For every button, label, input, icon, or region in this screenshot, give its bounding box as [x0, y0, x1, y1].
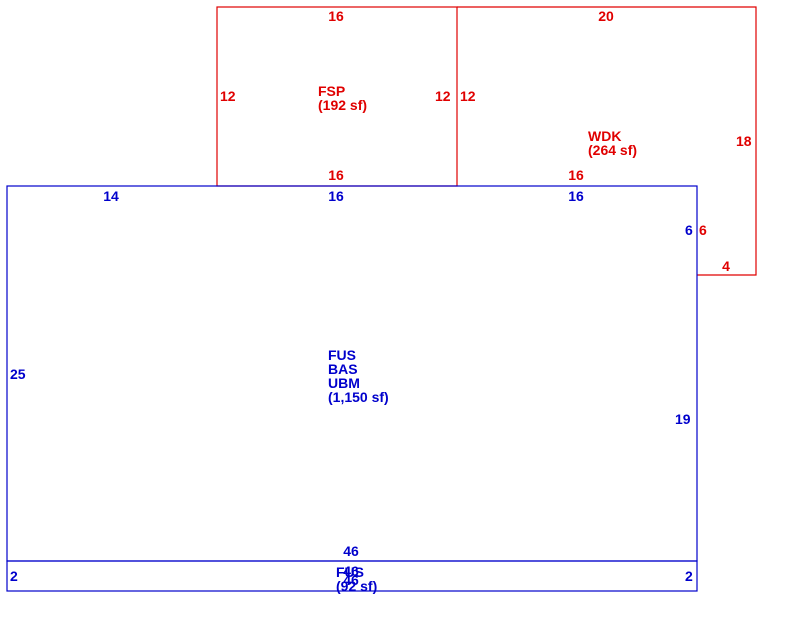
main-dim-left: 25 — [10, 366, 26, 382]
strip-dim-left: 2 — [10, 568, 18, 584]
fsp-dim-bottom: 16 — [328, 167, 344, 183]
main-name-3: UBM — [328, 375, 360, 391]
main-name-1: FUS — [328, 347, 356, 363]
strip-dim-right: 2 — [685, 568, 693, 584]
strip-name: FUS — [336, 564, 364, 580]
wdk-outline — [457, 6, 757, 276]
wdk-dim-left: 12 — [460, 88, 476, 104]
fsp-area: (192 sf) — [318, 97, 368, 113]
fsp-dim-left: 12 — [220, 88, 236, 104]
fsp-name: FSP — [318, 83, 346, 99]
main-name-2: BAS — [328, 361, 358, 377]
wdk-dim-right: 18 — [736, 133, 752, 149]
strip-outline — [6, 560, 698, 592]
main-dim-top-mid: 16 — [328, 188, 344, 204]
wdk-area-label: WDK (264 sf) — [588, 129, 637, 157]
main-dim-top-left: 14 — [103, 188, 119, 204]
strip-dim-bottom: 46 — [343, 572, 359, 588]
main-area-label: FUS BAS UBM (1,150 sf) — [328, 348, 389, 404]
wdk-dim-top: 20 — [598, 8, 614, 24]
fsp-area-label: FSP (192 sf) — [318, 84, 367, 112]
strip-area: (92 sf) — [336, 578, 378, 594]
wdk-dim-step-side: 6 — [699, 222, 707, 238]
fsp-dim-right: 12 — [435, 88, 451, 104]
wdk-dim-step-bottom: 4 — [722, 258, 730, 274]
strip-dim-top: 46 — [343, 563, 359, 579]
fsp-dim-top: 16 — [328, 8, 344, 24]
strip-area-label: FUS (92 sf) — [336, 565, 377, 593]
main-area: (1,150 sf) — [328, 389, 389, 405]
main-dim-bottom: 46 — [343, 543, 359, 559]
main-dim-top-right: 16 — [568, 188, 584, 204]
main-dim-right-upper: 6 — [685, 222, 693, 238]
wdk-name: WDK — [588, 128, 622, 144]
wdk-area: (264 sf) — [588, 142, 638, 158]
main-dim-right-lower: 19 — [675, 411, 691, 427]
wdk-dim-bottom: 16 — [568, 167, 584, 183]
